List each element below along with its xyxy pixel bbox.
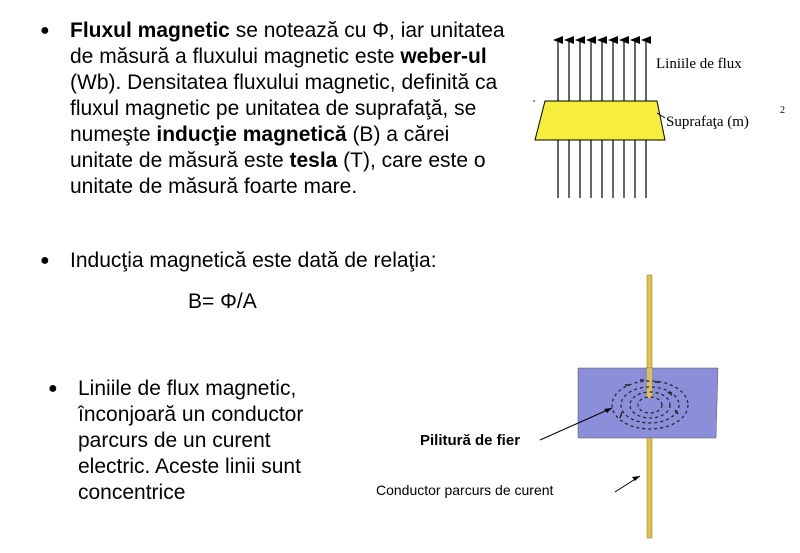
term-flux: Fluxul magnetic [70, 19, 230, 42]
term-weber: weber-ul [400, 45, 487, 68]
formula: B= Φ/A [188, 290, 257, 313]
bullet-list-middle: ● Inducţia magnetică este dată de relaţi… [40, 248, 520, 274]
term-inductie: inducţie magnetică [156, 123, 347, 146]
label-superscript: 2 [780, 105, 785, 116]
conductor-middle [647, 368, 652, 398]
bullet-flux-lines: ● Liniile de flux magnetic, înconjoară u… [48, 377, 304, 504]
bullet-list-top: ● Fluxul magnetic se notează cu Φ, iar u… [40, 18, 510, 200]
bullet-list-bottom: ● Liniile de flux magnetic, înconjoară u… [48, 376, 348, 506]
label-conductor: Conductor parcurs de curent [376, 482, 554, 498]
term-tesla: tesla [289, 149, 338, 172]
label-surface: Suprafaţa (m) [666, 114, 749, 130]
bullet-dot-icon: ● [40, 22, 50, 39]
bullet-flux-definition: ● Fluxul magnetic se notează cu Φ, iar u… [40, 19, 505, 198]
conductor-bottom [646, 437, 653, 539]
iron-filings-plate [577, 367, 719, 439]
bullet-dot-icon: ● [40, 252, 50, 269]
flux-lines-front-group [557, 140, 647, 198]
label-iron-filings: Pilitură de fier [420, 432, 521, 449]
bullet-relation: ● Inducţia magnetică este dată de relaţi… [40, 249, 437, 272]
iron-filings-pattern [611, 380, 689, 430]
mark-dot [533, 100, 535, 102]
flux-lines-group [553, 36, 651, 101]
label-flux-lines: Liniile de flux [656, 56, 742, 72]
iron-filings-bits [619, 379, 679, 419]
conductor-top [646, 274, 653, 376]
surface-plane [534, 100, 666, 141]
bullet-dot-icon: ● [48, 380, 58, 397]
surface-pointer-line [656, 112, 666, 119]
filings-pointer-arrow [539, 407, 613, 441]
